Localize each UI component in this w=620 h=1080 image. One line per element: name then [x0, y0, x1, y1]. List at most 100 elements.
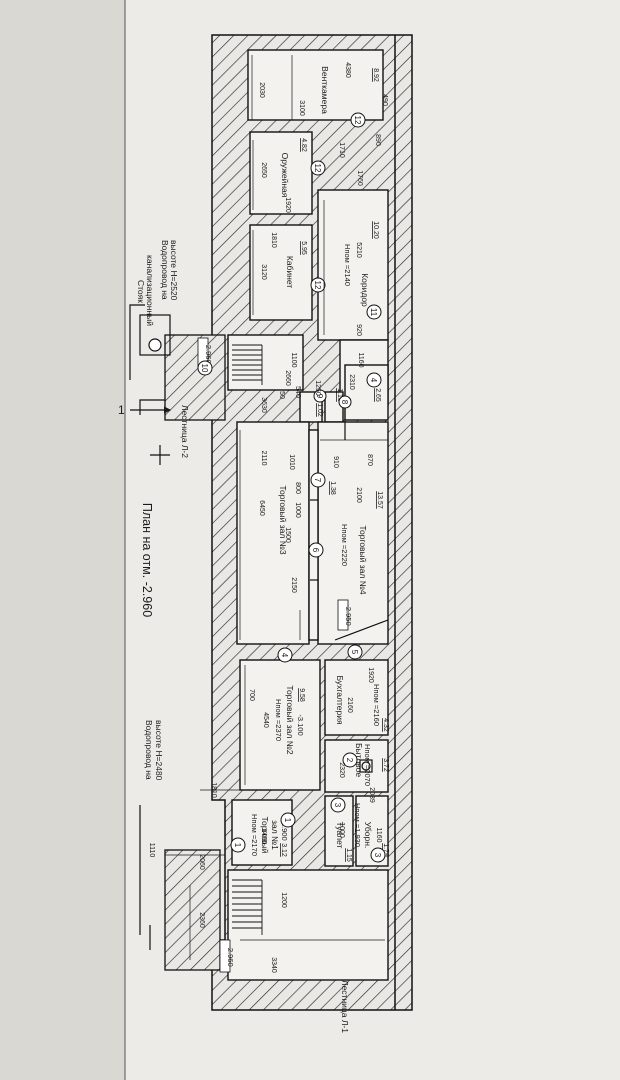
ceiling-heights: Hпом =2140 Hпом =2220 Hпом =2370 Hпом =2…: [250, 244, 381, 856]
svg-text:3: 3: [373, 853, 382, 858]
annotations: Стояк канализационный Водопровод на высо…: [136, 240, 350, 1033]
svg-text:Лестница Л-1: Лестница Л-1: [340, 980, 350, 1033]
plan-title: План на отм. -2.960: [140, 503, 154, 617]
svg-text:Оружейная: Оружейная: [280, 153, 290, 198]
svg-text:800: 800: [294, 482, 301, 494]
svg-text:4380: 4380: [344, 62, 351, 78]
svg-text:3120: 3120: [260, 264, 267, 280]
svg-text:Лестница Л-2: Лестница Л-2: [180, 405, 190, 458]
svg-text:2660: 2660: [284, 370, 291, 386]
svg-text:канализационный: канализационный: [145, 255, 155, 326]
svg-text:4: 4: [280, 653, 289, 658]
svg-text:3.72: 3.72: [382, 758, 389, 772]
svg-text:Hпом =2140: Hпом =2140: [343, 244, 352, 286]
svg-text:2030: 2030: [258, 82, 265, 98]
room-number-9: 9: [313, 389, 327, 403]
svg-text:3100: 3100: [298, 100, 305, 116]
svg-text:2160: 2160: [346, 697, 353, 713]
svg-text:1920: 1920: [367, 667, 374, 683]
svg-text:Коридор: Коридор: [360, 273, 370, 307]
svg-text:8: 8: [340, 400, 349, 405]
svg-text:2100: 2100: [355, 487, 362, 503]
room-number-1a: 1: [280, 812, 296, 828]
stairs-l1: [232, 879, 263, 935]
svg-text:1110: 1110: [148, 843, 155, 858]
svg-text:Торговый зал №2: Торговый зал №2: [285, 685, 295, 754]
svg-text:-2.960: -2.960: [226, 945, 235, 966]
room-hall-3: [236, 421, 310, 645]
svg-text:1.15: 1.15: [345, 848, 352, 862]
room-buhgalteria: [324, 659, 389, 736]
svg-text:Стояк: Стояк: [136, 280, 146, 303]
room-oruzheynaya: [249, 131, 313, 215]
riser-and-pipes: [129, 304, 171, 950]
room-ventkamera: [247, 49, 384, 121]
svg-text:2310: 2310: [348, 374, 355, 390]
stairs-l2: [232, 344, 263, 385]
room-number-8: 8: [338, 395, 352, 409]
svg-text:2.65: 2.65: [374, 388, 381, 402]
svg-text:высоте H=2520: высоте H=2520: [169, 240, 179, 301]
svg-text:2650: 2650: [260, 162, 267, 178]
level-marks: -2.960 -2.950 -3.100 -2.900 -2.960: [197, 337, 353, 973]
svg-text:2150: 2150: [290, 577, 297, 593]
room-areas: 8.92 4.82 5.95 10.20 1.02 1.13 2.65 1.38…: [280, 68, 389, 862]
svg-text:5210: 5210: [355, 242, 362, 258]
svg-text:4.82: 4.82: [300, 138, 307, 152]
room-numbers: 12 12 12 11 10 9 8 4 7 6 4 5 1 1 2 3 3: [197, 112, 386, 863]
svg-text:Туалет: Туалет: [335, 822, 345, 849]
svg-text:1710: 1710: [338, 142, 345, 158]
svg-text:490: 490: [381, 94, 388, 106]
svg-text:1810: 1810: [270, 232, 277, 248]
svg-text:Водопровод на: Водопровод на: [144, 720, 154, 780]
svg-text:1100: 1100: [290, 352, 297, 367]
svg-text:Торговый зал №3: Торговый зал №3: [278, 485, 288, 554]
svg-text:4540: 4540: [262, 712, 269, 728]
svg-text:540: 540: [294, 386, 301, 398]
room-number-3b: 3: [370, 847, 386, 863]
room-number-10: 10: [197, 360, 213, 376]
svg-text:Hпом =2370: Hпом =2370: [274, 699, 283, 741]
svg-text:1160: 1160: [375, 827, 382, 842]
svg-text:-3.100: -3.100: [296, 714, 305, 735]
svg-text:1010: 1010: [288, 454, 295, 470]
room-number-12a: 12: [310, 160, 326, 176]
svg-text:910: 910: [332, 456, 339, 468]
svg-text:12: 12: [313, 281, 322, 290]
svg-text:-2.960: -2.960: [204, 342, 213, 363]
svg-text:Торговый зал №4: Торговый зал №4: [358, 525, 368, 594]
svg-text:-2.950: -2.950: [344, 604, 353, 625]
svg-text:1500: 1500: [284, 527, 291, 543]
svg-text:870: 870: [366, 454, 373, 466]
room-hall-4: [317, 421, 389, 645]
svg-text:3: 3: [333, 803, 342, 808]
svg-text:890: 890: [374, 134, 381, 146]
room-number-1b: 1: [230, 837, 246, 853]
stair-walls: [164, 334, 226, 971]
svg-text:50: 50: [278, 391, 285, 399]
svg-text:7: 7: [313, 478, 322, 483]
svg-text:3340: 3340: [270, 957, 277, 973]
svg-text:1.79: 1.79: [382, 843, 389, 857]
svg-text:1250: 1250: [314, 380, 321, 396]
svg-text:Бытовое: Бытовое: [354, 743, 364, 777]
room-number-5: 5: [347, 644, 363, 660]
room-number-2: 2: [342, 752, 358, 768]
room-number-4a: 4: [366, 372, 382, 388]
svg-text:10: 10: [200, 364, 209, 373]
room-kabinet: [249, 224, 313, 321]
svg-text:Венткамера: Венткамера: [320, 66, 330, 114]
svg-text:2060: 2060: [198, 854, 205, 870]
room-hall-1: [231, 799, 293, 866]
svg-text:920: 920: [355, 324, 362, 336]
svg-text:высоте H=2480: высоте H=2480: [154, 720, 164, 781]
svg-text:1460: 1460: [260, 828, 267, 844]
svg-text:5.95: 5.95: [300, 241, 307, 255]
svg-text:3.12: 3.12: [280, 843, 287, 857]
svg-text:4.32: 4.32: [382, 718, 389, 732]
svg-text:Hпом =1.930: Hпом =1.930: [353, 803, 362, 847]
svg-text:9: 9: [315, 394, 324, 399]
svg-text:3630: 3630: [260, 397, 267, 413]
svg-text:1000: 1000: [338, 822, 345, 838]
